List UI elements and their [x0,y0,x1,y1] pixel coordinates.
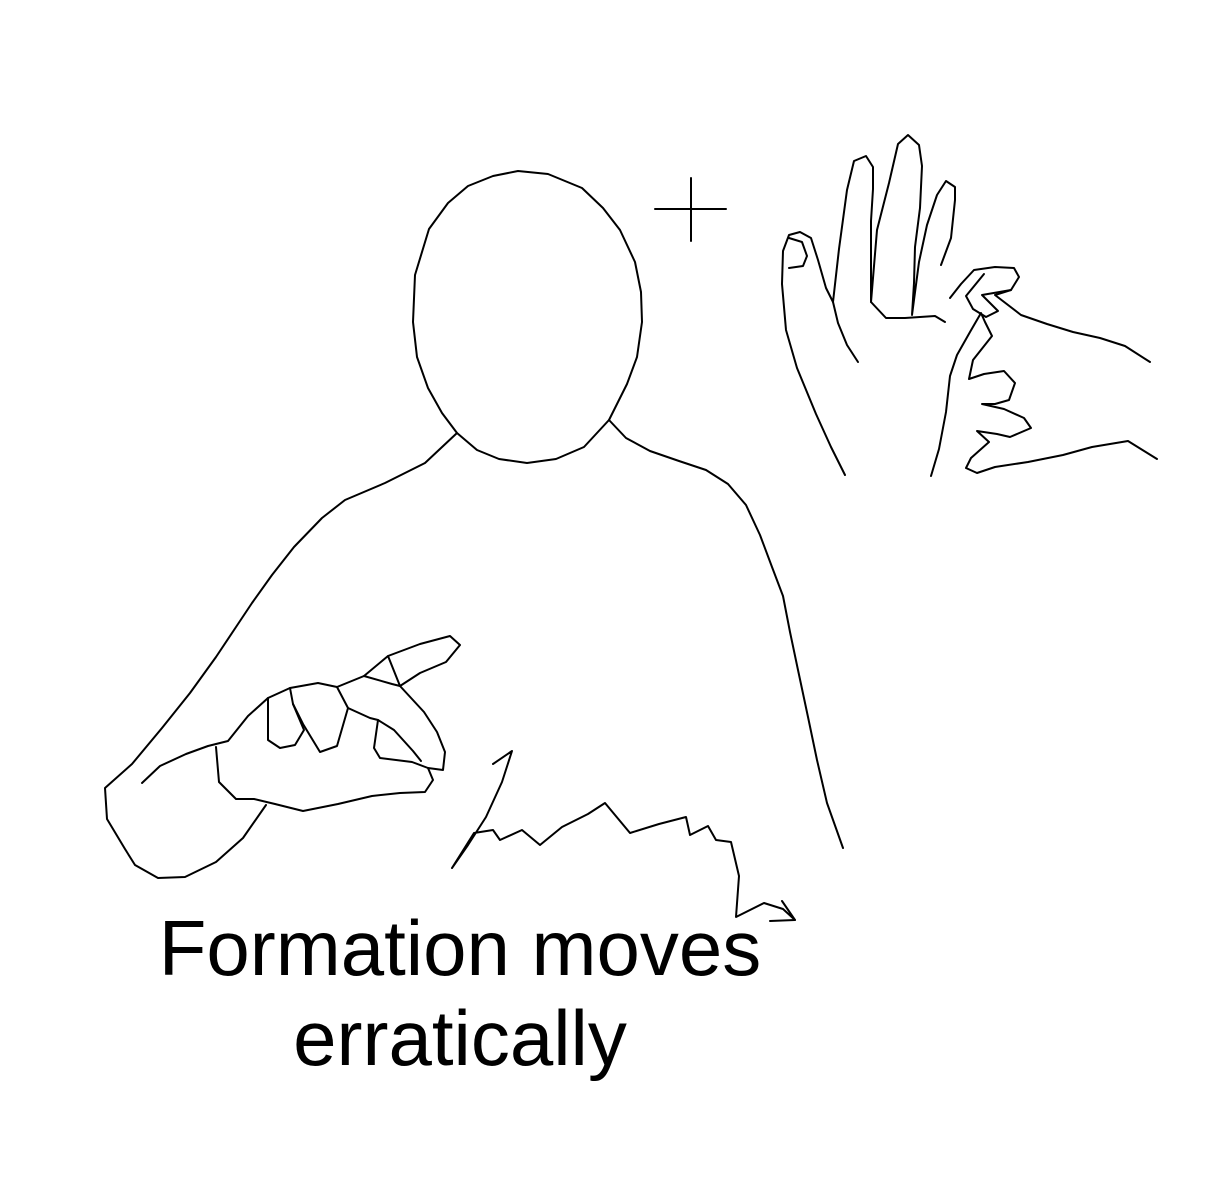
detail-left-hand-palm [832,301,859,363]
detail-left-hand [781,134,956,476]
movement-path-arrow [451,750,796,921]
lower-hand-index [387,655,401,687]
detail-left-hand-thumbnail [788,237,808,269]
movement-arrowhead [769,919,796,922]
lower-hand-curled-finger-1 [267,687,305,749]
caption-line-2: erratically [293,994,627,1082]
detail-right-hand [930,312,1158,477]
lower-hand-pinch [347,707,429,769]
signer-body [104,432,458,879]
lower-hand-thumb [363,675,401,687]
detail-right-hand-index [949,266,1151,363]
detail-left-hand-crease [870,301,946,323]
detail-right-hand-tip [965,273,1012,318]
signer-head [412,170,643,464]
lower-hand-pinch-inner [377,719,422,762]
caption-line-1: Formation moves [158,904,762,992]
signer-right-side [608,419,844,849]
lower-hand-curled-finger-2 [292,686,349,753]
lower-hand-outline [141,635,461,812]
